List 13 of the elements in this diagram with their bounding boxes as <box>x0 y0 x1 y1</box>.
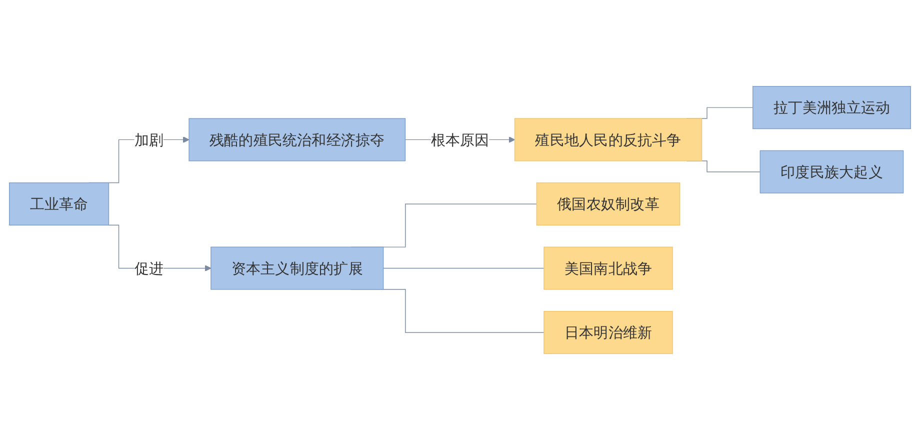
edge-label: 加剧 <box>134 130 164 148</box>
node-box: 美国南北战争 <box>544 246 673 290</box>
edge-label: 促进 <box>134 259 164 277</box>
node-box: 俄国农奴制改革 <box>536 182 680 226</box>
node-box: 拉丁美洲独立运动 <box>752 86 911 130</box>
node-box: 印度民族大起义 <box>760 150 904 194</box>
node-box: 残酷的殖民统治和经济掠夺 <box>188 118 406 162</box>
node-box: 殖民地人民的反抗斗争 <box>514 118 702 162</box>
node-box: 日本明治维新 <box>544 310 673 354</box>
node-box: 资本主义制度的扩展 <box>210 246 384 290</box>
edge-label: 根本原因 <box>430 130 490 148</box>
connector <box>382 268 544 269</box>
node-box: 工业革命 <box>9 182 110 226</box>
